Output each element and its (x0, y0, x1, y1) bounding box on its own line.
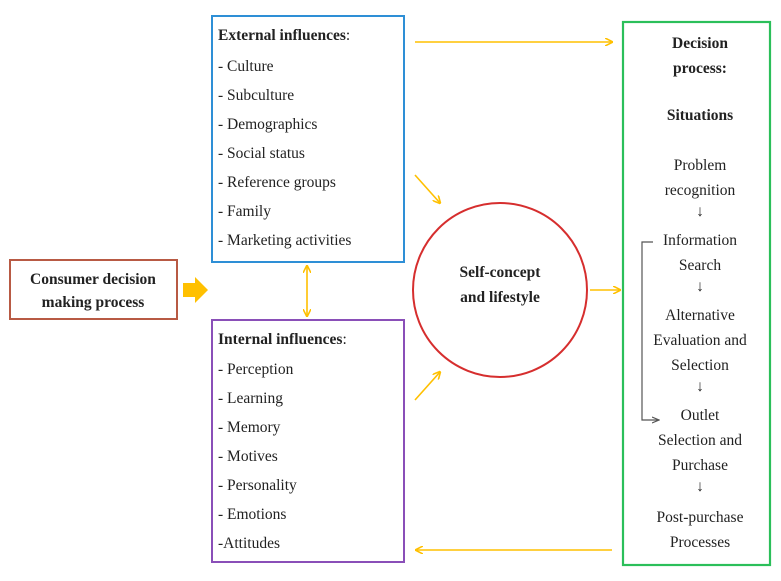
external-item: - Demographics (218, 116, 317, 133)
down-arrow-icon: ↓ (696, 278, 704, 295)
internal-item: - Perception (218, 361, 294, 378)
external-item: - Marketing activities (218, 232, 351, 249)
decision-step-text: Search (679, 257, 721, 274)
external-title: External influences: (218, 27, 350, 44)
external-item: - Social status (218, 145, 305, 162)
decision-step-text: Alternative (665, 307, 735, 324)
decision-step-text: Selection (671, 357, 729, 374)
external-influences-box: External influences: - Culture - Subcultu… (211, 15, 405, 263)
external-item: - Family (218, 203, 271, 220)
internal-item: - Memory (218, 419, 281, 436)
decision-step-text: Information (663, 232, 737, 249)
feedback-bracket (641, 241, 659, 420)
external-item: - Reference groups (218, 174, 336, 191)
arrow-external-to-self (414, 174, 440, 203)
external-item: - Subculture (218, 87, 294, 104)
internal-item: - Emotions (218, 506, 286, 523)
decision-step-text: Evaluation and (653, 332, 747, 349)
internal-item: - Motives (218, 448, 278, 465)
internal-title: Internal influences: (218, 331, 347, 348)
block-arrow-icon (183, 277, 208, 303)
down-arrow-icon: ↓ (696, 378, 704, 395)
consumer-decision-box: Consumer decision making process (9, 259, 178, 320)
decision-title2: process: (673, 60, 727, 77)
external-item: - Culture (218, 58, 274, 75)
internal-item: - Personality (218, 477, 297, 494)
arrow-internal-to-self (414, 372, 440, 401)
decision-process-box: Decision process: Situations Problem reco… (621, 20, 772, 567)
consumer-line1: Consumer decision (30, 271, 156, 288)
internal-item: -Attitudes (218, 535, 280, 552)
down-arrow-icon: ↓ (696, 478, 704, 495)
self-concept-circle: Self-concept and lifestyle (412, 202, 588, 378)
decision-step-text: Outlet (681, 407, 720, 424)
down-arrow-icon: ↓ (696, 203, 704, 220)
consumer-line2: making process (42, 294, 145, 311)
decision-title1: Decision (672, 35, 728, 52)
decision-step-text: recognition (665, 182, 736, 199)
internal-influences-box: Internal influences: - Perception - Learn… (211, 319, 405, 563)
internal-item: - Learning (218, 390, 283, 407)
self-line2: and lifestyle (460, 289, 540, 306)
decision-step-text: Post-purchase (657, 509, 744, 526)
decision-step-text: Problem (674, 157, 727, 174)
decision-step-text: Selection and (658, 432, 742, 449)
self-line1: Self-concept (460, 264, 542, 281)
decision-step-text: Purchase (672, 457, 728, 474)
decision-step-text: Processes (670, 534, 730, 551)
decision-situations: Situations (667, 107, 733, 124)
